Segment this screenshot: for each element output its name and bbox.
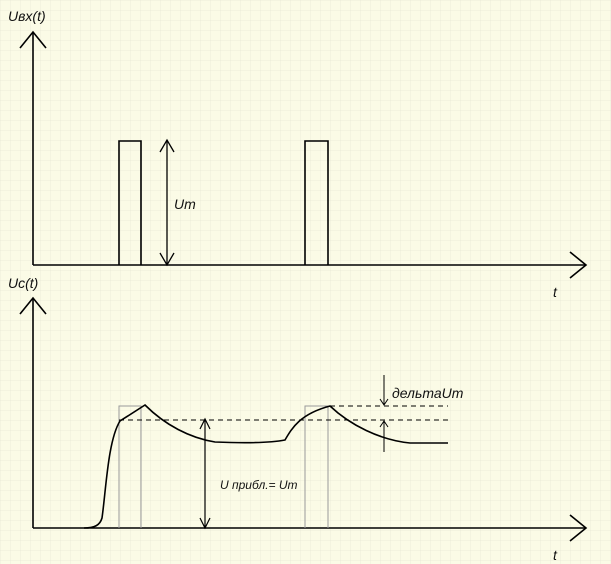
- amplitude-arrow-down: [159, 252, 175, 267]
- average-label: U прибл.= Um: [220, 478, 298, 492]
- ripple-marker: [379, 375, 389, 452]
- reference-levels: [119, 405, 448, 421]
- amplitude-label: Um: [174, 196, 196, 212]
- top-x-label: t: [553, 284, 558, 300]
- amplitude-arrow-up: [159, 138, 175, 153]
- average-arrow-down: [199, 517, 211, 530]
- top-x-axis-arrow: [569, 251, 588, 279]
- top-y-axis-arrow: [19, 30, 47, 49]
- top-plot: [19, 30, 588, 279]
- capacitor-voltage-curve: [83, 403, 448, 529]
- top-y-label: Uвх(t): [8, 8, 46, 24]
- ghost-pulses: [118, 405, 329, 528]
- ripple-label: дельтаUm: [392, 385, 464, 401]
- input-pulse-2: [304, 140, 329, 265]
- ghost-pulse-2: [304, 405, 329, 528]
- ripple-arrow-top-head: [379, 398, 389, 406]
- bottom-x-label: t: [553, 547, 558, 563]
- bottom-y-axis-arrow: [19, 296, 47, 315]
- ripple-arrow-bottom-head: [379, 420, 389, 428]
- ghost-pulse-1: [118, 405, 142, 528]
- input-pulse-1: [118, 140, 142, 265]
- bottom-x-axis-arrow: [569, 514, 588, 542]
- bottom-plot: [19, 296, 588, 542]
- average-arrow-up: [199, 417, 211, 430]
- average-marker: [199, 417, 211, 530]
- bottom-y-label: Uc(t): [8, 275, 38, 291]
